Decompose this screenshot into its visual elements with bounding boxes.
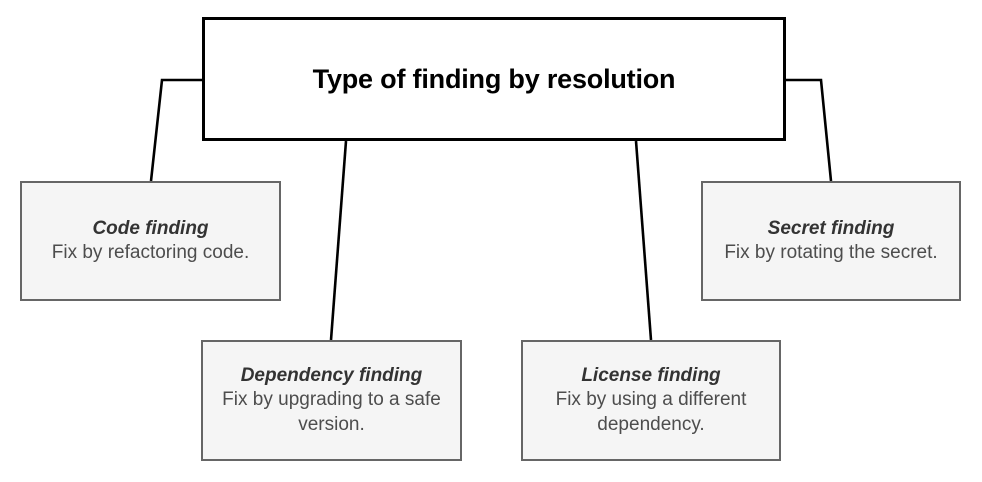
node-root[interactable]: Type of finding by resolution [202, 17, 786, 141]
connector-root-to-code-finding [149, 78, 202, 182]
secret-finding-description: Fix by rotating the secret. [724, 242, 938, 263]
connector-root-to-dependency-finding [329, 140, 348, 341]
connector-root-to-secret-finding [786, 78, 833, 182]
connector-root-to-license-finding [634, 140, 653, 341]
dependency-finding-title: Dependency finding [240, 365, 423, 387]
dependency-finding-description: Fix by upgrading to a safe version. [222, 389, 441, 435]
node-dependency-finding[interactable]: Dependency finding Fix by upgrading to a… [201, 340, 462, 461]
license-finding-description: Fix by using a different dependency. [555, 389, 747, 435]
node-license-finding[interactable]: License finding Fix by using a different… [521, 340, 781, 461]
node-secret-finding[interactable]: Secret finding Fix by rotating the secre… [701, 181, 961, 301]
code-finding-title: Code finding [92, 217, 209, 239]
secret-finding-title: Secret finding [767, 217, 895, 239]
root-title: Type of finding by resolution [312, 63, 676, 94]
license-finding-title: License finding [581, 365, 721, 387]
node-code-finding[interactable]: Code finding Fix by refactoring code. [20, 181, 281, 301]
code-finding-description: Fix by refactoring code. [51, 242, 250, 263]
